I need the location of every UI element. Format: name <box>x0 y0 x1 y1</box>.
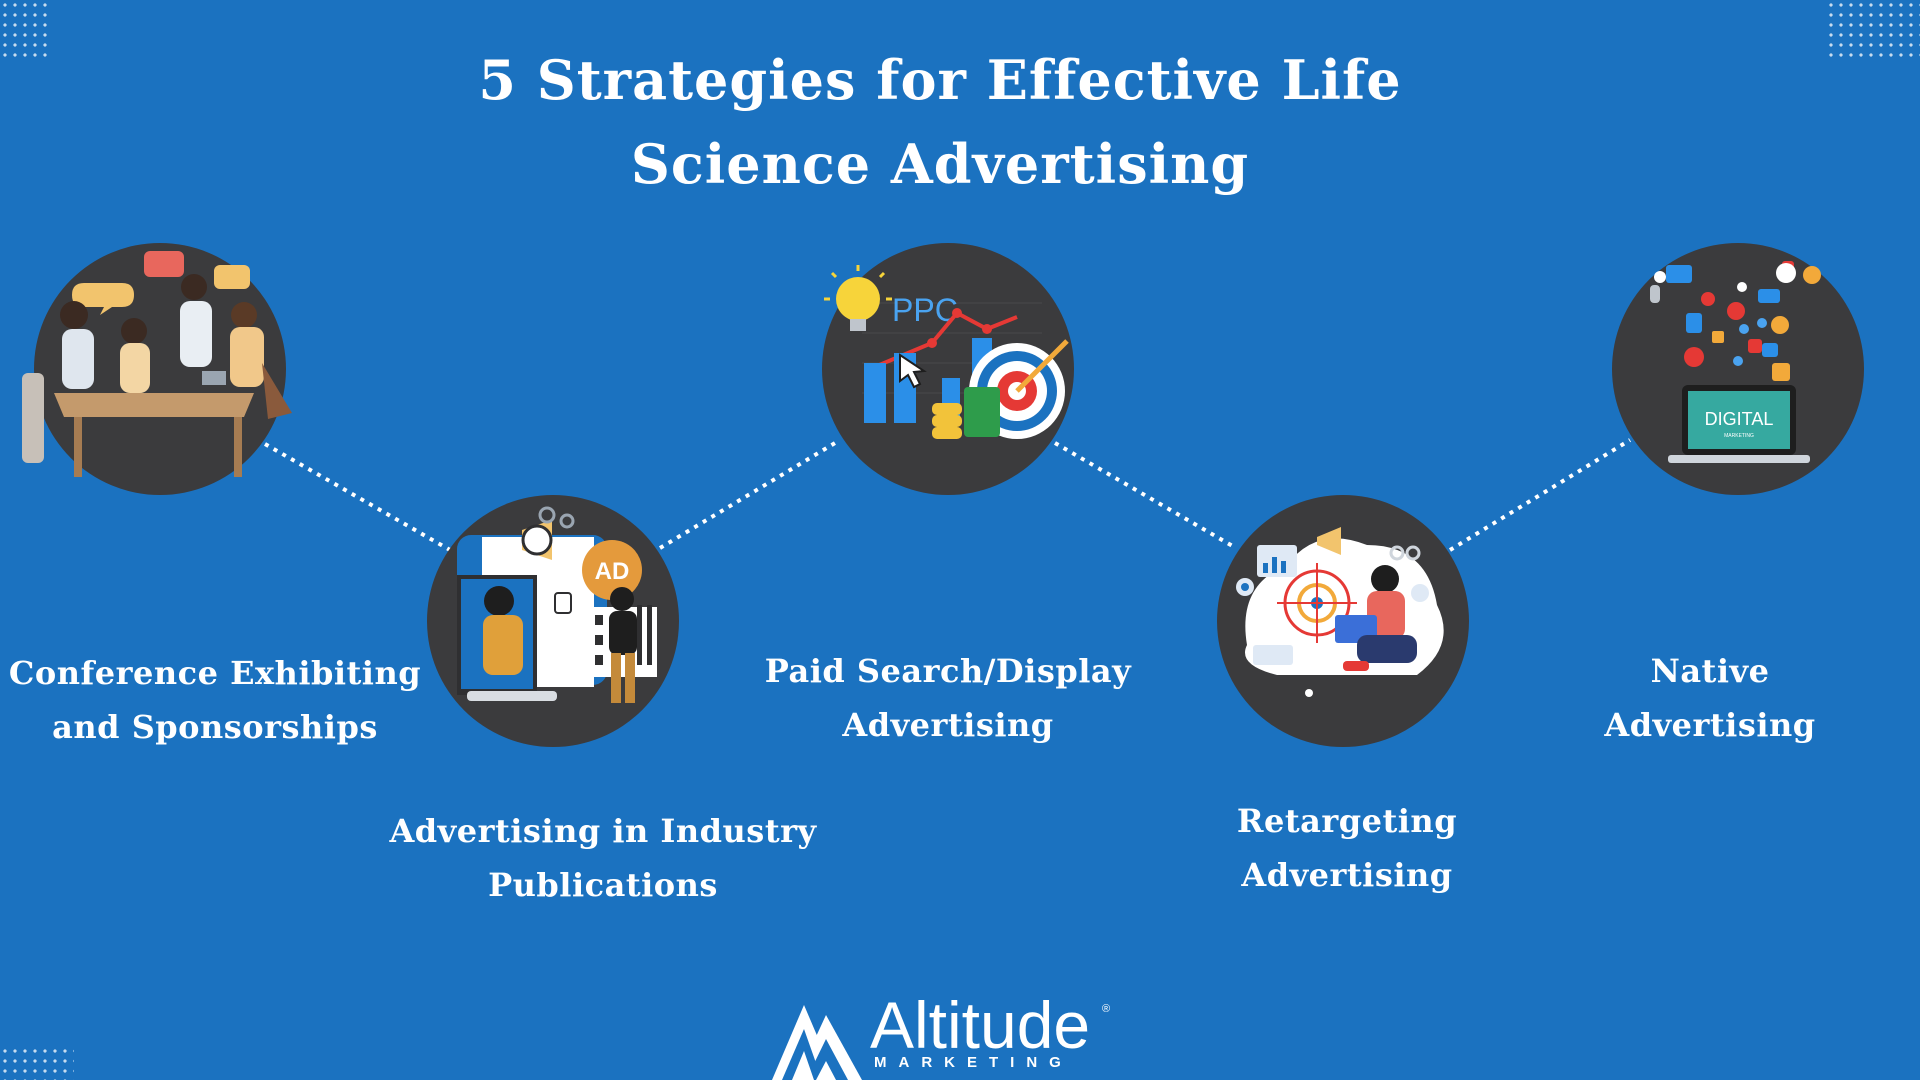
dot-pattern-bottom-left <box>0 1046 74 1080</box>
strategy-1-label: Conference Exhibiting and Sponsorships <box>0 646 430 754</box>
connector-3-4 <box>1053 441 1238 550</box>
page-title: 5 Strategies for Effective Life Science … <box>478 48 1402 196</box>
strategy-4-label-line-1: Retargeting <box>1236 802 1458 840</box>
connector-2-3 <box>658 438 842 550</box>
retargeting-icon <box>1236 527 1444 697</box>
connector-4-5 <box>1448 438 1632 552</box>
altitude-logo: Altitude ® MARKETING <box>770 988 1111 1080</box>
conference-meeting-icon <box>22 251 292 477</box>
strategy-3-circle: PPC <box>822 243 1074 495</box>
mountain-logo-icon <box>772 1005 862 1080</box>
strategy-5-circle: DIGITAL MARKETING <box>1612 243 1864 495</box>
strategy-4-label: Retargeting Advertising <box>1180 794 1514 902</box>
strategy-1-label-line-2: and Sponsorships <box>52 708 378 746</box>
digital-badge-subtext: MARKETING <box>1724 433 1754 439</box>
strategy-4-label-line-2: Advertising <box>1241 856 1453 894</box>
strategy-1-label-line-1: Conference Exhibiting <box>8 654 422 692</box>
logo-subtext: MARKETING <box>874 1054 1073 1071</box>
strategy-2-circle: AD <box>427 495 679 747</box>
strategy-2-label-line-1: Advertising in Industry <box>389 812 817 850</box>
ad-badge-text: AD <box>595 558 630 585</box>
strategy-5-label-line-1: Native <box>1650 652 1770 690</box>
logo-wordmark: Altitude <box>870 988 1091 1062</box>
ppc-chart-icon: PPC <box>824 265 1069 439</box>
strategy-2-label: Advertising in Industry Publications <box>374 804 832 912</box>
digital-marketing-icon: DIGITAL MARKETING <box>1650 261 1821 463</box>
strategy-4-circle <box>1217 495 1469 747</box>
ppc-badge-text: PPC <box>892 292 958 328</box>
publication-ad-icon: AD <box>457 506 657 703</box>
strategy-5-label-line-2: Advertising <box>1604 706 1816 744</box>
strategy-1-circle <box>22 243 292 495</box>
connector-1-2 <box>264 442 451 552</box>
strategy-3-label-line-2: Advertising <box>842 706 1054 744</box>
dot-pattern-top-left <box>0 0 52 60</box>
logo-registered-mark: ® <box>1102 1003 1111 1015</box>
strategy-3-label: Paid Search/Display Advertising <box>748 644 1148 752</box>
strategy-5-label: Native Advertising <box>1560 644 1860 752</box>
strategy-2-label-line-2: Publications <box>488 866 718 904</box>
digital-badge-text: DIGITAL <box>1705 409 1774 429</box>
dot-pattern-top-right <box>1826 0 1920 60</box>
strategy-3-label-line-1: Paid Search/Display <box>764 652 1132 690</box>
